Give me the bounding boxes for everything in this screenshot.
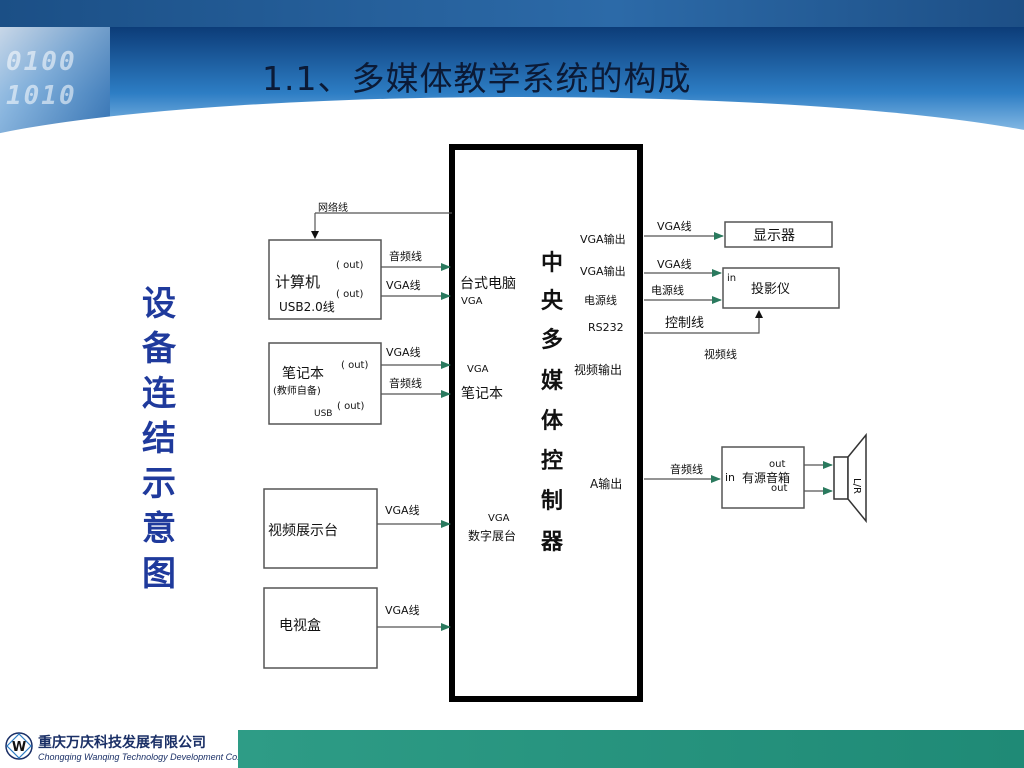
tvbox-label: 电视盒 (279, 617, 321, 634)
projector-box (722, 267, 840, 309)
speaker-audio-cable-label: 音频线 (670, 462, 703, 476)
projector-vga-cable-label: VGA线 (657, 257, 692, 271)
connection-diagram: 中 央 多 媒 体 控 制 器 台式电脑 VGA VGA 笔记本 VGA 数字展… (263, 144, 867, 702)
central-char: 中 (541, 251, 563, 276)
computer-out-1: ( out) (336, 260, 363, 271)
monitor-box (724, 221, 833, 248)
visualizer-box (263, 488, 378, 569)
computer-usb-label: USB2.0线 (279, 300, 335, 314)
projector-in-label: in (727, 273, 736, 284)
laptop-out-2: ( out) (337, 401, 364, 412)
port-laptop: 笔记本 (461, 386, 503, 402)
side-title-char: 意 (142, 509, 176, 549)
projector-label: 投影仪 (751, 281, 790, 297)
port-desktop: 台式电脑 (460, 276, 516, 292)
footer-green-bar (238, 730, 1024, 768)
side-title-char: 备 (142, 329, 176, 369)
speaker-in-label: in (725, 471, 735, 484)
laptop-box (268, 342, 382, 425)
central-char: 媒 (541, 368, 564, 394)
logo-letter: W (12, 740, 26, 755)
company-name-en: Chongqing Wanqing Technology Development… (38, 752, 260, 762)
monitor-vga-cable-label: VGA线 (657, 219, 692, 233)
laptop-sub-label: (教师自备) (273, 384, 321, 397)
visualizer-label: 视频展示台 (268, 523, 338, 539)
page-title: 1.1、多媒体教学系统的构成 (262, 59, 692, 98)
footer: W 重庆万庆科技发展有限公司 Chongqing Wanqing Technol… (0, 727, 1024, 768)
computer-box (268, 239, 382, 320)
port-power: 电源线 (584, 293, 617, 307)
central-controller-label: 中 央 多 媒 体 控 制 器 (540, 251, 564, 555)
port-video-out: 视频输出 (574, 362, 622, 377)
company-name-cn: 重庆万庆科技发展有限公司 (38, 735, 206, 751)
port-a-out: A输出 (590, 476, 622, 491)
speaker-label: 有源音箱 (742, 470, 790, 485)
tvbox-vga-cable-label: VGA线 (385, 603, 420, 617)
central-char: 器 (540, 530, 564, 555)
central-controller-box (449, 144, 643, 702)
monitor-label: 显示器 (753, 228, 795, 244)
video-cable-label: 视频线 (704, 347, 737, 361)
network-cable-label: 网络线 (318, 201, 348, 214)
central-char: 制 (541, 489, 563, 514)
side-title-char: 设 (142, 284, 176, 324)
side-title-char: 结 (142, 419, 176, 459)
laptop-audio-cable-label: 音频线 (389, 376, 422, 390)
top-bar (0, 0, 1024, 27)
tvbox-box (263, 587, 378, 669)
computer-label: 计算机 (275, 273, 320, 291)
laptop-vga-cable-label: VGA线 (386, 345, 421, 359)
speaker-out-1: out (769, 459, 785, 470)
side-title-char: 图 (142, 554, 176, 594)
computer-audio-cable-label: 音频线 (389, 249, 422, 263)
speaker-out-2: out (771, 483, 787, 494)
port-vga-out-1: VGA输出 (580, 232, 626, 246)
central-char: 央 (541, 288, 564, 314)
computer-vga-cable-label: VGA线 (386, 278, 421, 292)
port-desktop-vga: VGA (461, 296, 483, 307)
laptop-usb-label: USB (314, 409, 332, 419)
central-char: 体 (541, 409, 564, 434)
port-doccam: 数字展台 (468, 528, 516, 543)
laptop-label: 笔记本 (282, 366, 324, 382)
visualizer-vga-cable-label: VGA线 (385, 503, 420, 517)
laptop-out-1: ( out) (341, 360, 368, 371)
central-char: 多 (541, 327, 563, 353)
company-logo-icon: W (5, 732, 33, 760)
central-char: 控 (541, 448, 563, 474)
speaker-lr-label: L/R (851, 478, 862, 494)
computer-out-2: ( out) (336, 289, 363, 300)
port-laptop-vga: VGA (467, 364, 489, 375)
side-title-char: 示 (142, 464, 176, 504)
header-banner: 0100 1010 (0, 27, 1024, 147)
loudspeaker-icon (833, 432, 867, 524)
speaker-box (721, 446, 805, 509)
banner-digits: 0100 1010 (6, 47, 77, 111)
side-title-char: 连 (142, 374, 176, 414)
projector-power-cable-label: 电源线 (651, 283, 684, 297)
port-vga-out-2: VGA输出 (580, 264, 626, 278)
side-title: 设 备 连 结 示 意 图 (137, 282, 181, 597)
port-rs232: RS232 (588, 321, 624, 334)
projector-control-cable-label: 控制线 (665, 316, 704, 331)
projector-control-line (644, 310, 763, 334)
port-doccam-vga: VGA (488, 513, 510, 524)
